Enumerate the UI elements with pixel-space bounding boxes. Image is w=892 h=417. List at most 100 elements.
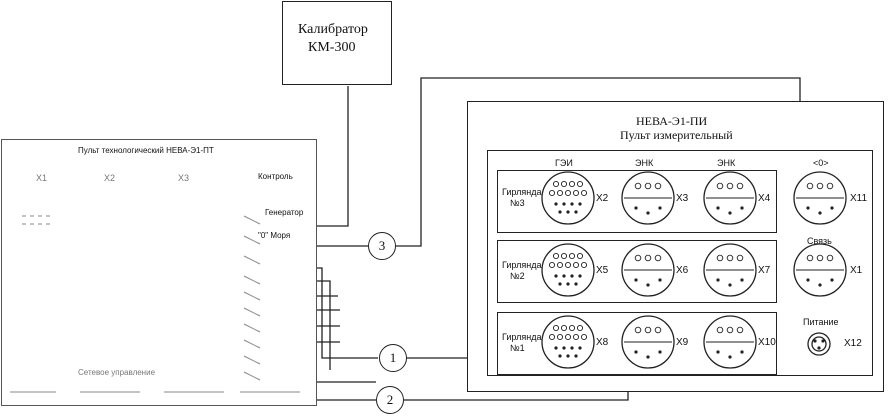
enk-pin bbox=[740, 206, 744, 210]
row-label-3: Гирлянда №3 bbox=[502, 187, 542, 208]
label-x2: X2 bbox=[596, 193, 609, 204]
calibrator-model: КМ-300 bbox=[308, 40, 356, 55]
enk-pin bbox=[644, 254, 652, 262]
connector-x2 bbox=[541, 171, 595, 225]
enk-pin bbox=[726, 254, 734, 262]
enk-pin bbox=[716, 326, 724, 334]
label-x10: X10 bbox=[758, 337, 776, 348]
enk-pin bbox=[816, 254, 824, 262]
gei-pin bbox=[562, 202, 566, 206]
gei-pin bbox=[572, 261, 580, 269]
enk-pin bbox=[826, 182, 834, 190]
enk-pin bbox=[658, 278, 662, 282]
gei-pin bbox=[578, 274, 582, 278]
cable-3-badge: 3 bbox=[368, 232, 396, 260]
enk-pin bbox=[634, 278, 638, 282]
power-pin bbox=[813, 339, 817, 343]
connector-x12 bbox=[807, 332, 831, 356]
gei-pin bbox=[556, 333, 564, 341]
enk-pin bbox=[818, 211, 822, 215]
col-head-enk-1: ЭНК bbox=[635, 158, 654, 168]
right-col-head: <0> bbox=[813, 158, 829, 168]
enk-pin bbox=[736, 326, 744, 334]
label-x1: X1 bbox=[850, 265, 863, 276]
gei-pin bbox=[560, 180, 568, 188]
gei-pin bbox=[562, 346, 566, 350]
enk-pin bbox=[658, 350, 662, 354]
calibrator-name: Калибратор bbox=[298, 22, 368, 37]
enk-pin bbox=[716, 254, 724, 262]
label-x9: X9 bbox=[676, 337, 689, 348]
enk-pin bbox=[740, 350, 744, 354]
gei-pin bbox=[560, 252, 568, 260]
tech-zero-sea-label: "0" Моря bbox=[258, 231, 291, 240]
label-x5: X5 bbox=[596, 265, 609, 276]
power-pin bbox=[821, 339, 825, 343]
connector-x5 bbox=[541, 243, 595, 297]
enk-pin bbox=[654, 182, 662, 190]
label-x11: X11 bbox=[850, 193, 868, 204]
gei-pin bbox=[566, 210, 570, 214]
col-head-gei: ГЭИ bbox=[555, 158, 573, 168]
tech-control-label: Контроль bbox=[258, 172, 293, 181]
enk-pin bbox=[740, 278, 744, 282]
gei-pin bbox=[556, 261, 564, 269]
enk-pin bbox=[726, 326, 734, 334]
label-x7: X7 bbox=[758, 265, 771, 276]
power-label: Питание bbox=[803, 317, 839, 327]
gei-pin bbox=[578, 346, 582, 350]
enk-pin bbox=[644, 182, 652, 190]
enk-pin bbox=[728, 211, 732, 215]
gei-pin bbox=[574, 354, 578, 358]
gei-pin bbox=[568, 252, 576, 260]
gei-pin bbox=[570, 274, 574, 278]
meas-panel-subtitle: Пульт измерительный bbox=[620, 128, 733, 142]
gei-pin bbox=[580, 189, 588, 197]
enk-pin bbox=[716, 182, 724, 190]
gei-pin bbox=[564, 261, 572, 269]
gei-pin bbox=[558, 210, 562, 214]
gei-pin bbox=[570, 202, 574, 206]
gei-pin bbox=[580, 261, 588, 269]
gei-pin bbox=[556, 189, 564, 197]
enk-pin bbox=[726, 182, 734, 190]
calibrator-box bbox=[282, 1, 392, 85]
enk-pin bbox=[634, 350, 638, 354]
row-label-1: Гирлянда №1 bbox=[502, 332, 542, 353]
enk-pin bbox=[830, 278, 834, 282]
gei-pin bbox=[576, 180, 584, 188]
gei-pin bbox=[554, 346, 558, 350]
cable-2-badge: 2 bbox=[376, 386, 404, 414]
enk-pin bbox=[646, 355, 650, 359]
connector-pins bbox=[548, 180, 834, 359]
col-head-enk-2: ЭНК bbox=[717, 158, 736, 168]
tech-col-x3: X3 bbox=[178, 173, 190, 183]
gei-pin bbox=[554, 202, 558, 206]
link-label: Связь bbox=[807, 236, 832, 246]
gei-pin bbox=[548, 261, 556, 269]
label-x6: X6 bbox=[676, 265, 689, 276]
enk-pin bbox=[658, 206, 662, 210]
enk-pin bbox=[736, 254, 744, 262]
gei-pin bbox=[562, 274, 566, 278]
enk-pin bbox=[644, 326, 652, 334]
enk-pin bbox=[728, 283, 732, 287]
gei-pin bbox=[572, 333, 580, 341]
enk-pin bbox=[716, 206, 720, 210]
enk-pin bbox=[654, 326, 662, 334]
gei-pin bbox=[548, 333, 556, 341]
enk-pin bbox=[806, 254, 814, 262]
enk-pin bbox=[806, 182, 814, 190]
enk-pin bbox=[830, 206, 834, 210]
tech-panel bbox=[1, 139, 317, 406]
enk-pin bbox=[634, 326, 642, 334]
gei-pin bbox=[580, 333, 588, 341]
gei-pin bbox=[558, 354, 562, 358]
gei-pin bbox=[554, 274, 558, 278]
enk-pin bbox=[634, 254, 642, 262]
gei-pin bbox=[568, 180, 576, 188]
gei-pin bbox=[566, 354, 570, 358]
tech-panel-title: Пульт технологический НЕВА-Э1-ПТ bbox=[78, 146, 214, 155]
enk-pin bbox=[728, 355, 732, 359]
